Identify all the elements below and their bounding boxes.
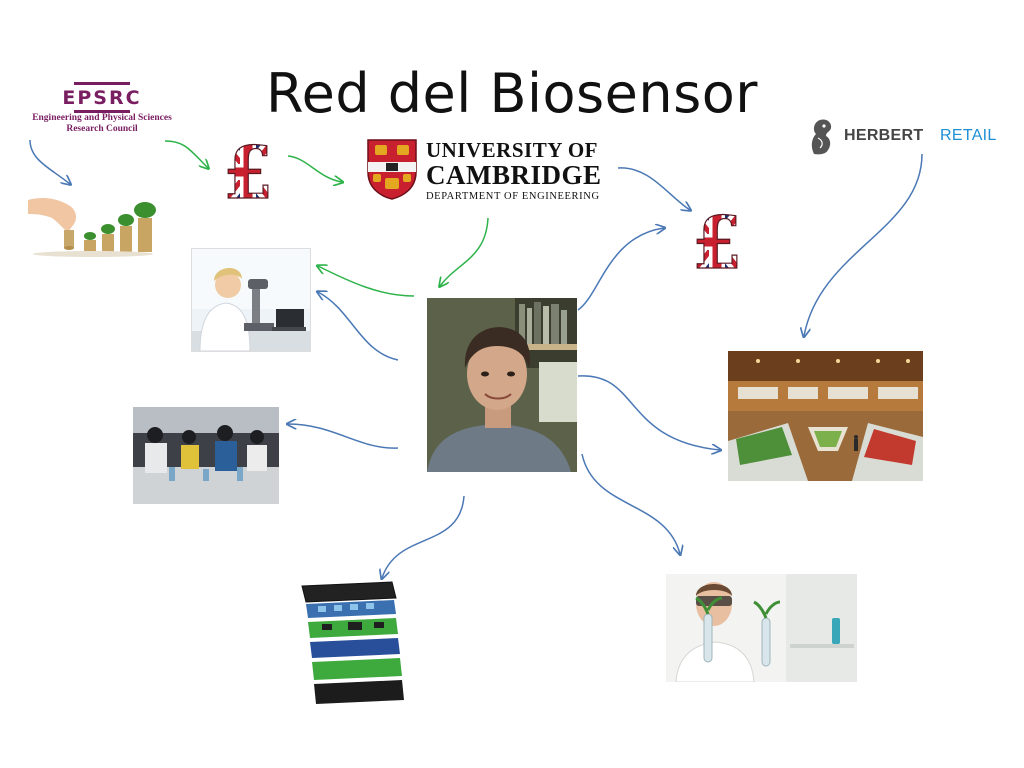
lab-microscope-photo	[191, 248, 311, 352]
cambridge-line1: UNIVERSITY OF	[426, 138, 598, 162]
svg-text:£: £	[692, 206, 742, 278]
arrow-researcher-to-supermarket	[577, 375, 720, 450]
cambridge-shield-icon	[366, 138, 418, 200]
researcher-portrait-illustration	[427, 298, 577, 472]
supermarket-illustration	[728, 351, 923, 481]
epsrc-full-name-line2: Research Council	[66, 124, 138, 134]
arrow-pound-left-to-cambridge	[287, 155, 342, 182]
arrow-researcher-to-pound-right	[577, 228, 664, 311]
arrow-researcher-to-plant-scientist	[581, 453, 680, 554]
arrow-researcher-to-microscope-blue	[318, 292, 399, 361]
plant-scientist-photo	[666, 574, 857, 682]
coins-plants-photo	[28, 192, 158, 262]
epsrc-logo-bar-top	[74, 82, 130, 85]
cambridge-logo: UNIVERSITY OF CAMBRIDGE DEPARTMENT OF EN…	[362, 136, 614, 208]
herbert-word: HERBERT	[844, 127, 924, 144]
arrow-herbert-to-supermarket	[804, 153, 923, 336]
arrow-researcher-to-microscope-green	[318, 266, 415, 297]
svg-text:£: £	[223, 136, 273, 208]
students-lab-illustration	[133, 407, 279, 504]
herbert-retail-logo: HERBERT RETAIL	[804, 114, 1004, 158]
students-lab-photo	[133, 407, 279, 504]
supermarket-photo	[728, 351, 923, 481]
arrow-epsrc-to-coins	[29, 139, 70, 184]
arrow-cambridge-to-researcher	[440, 217, 489, 286]
epsrc-logo: EPSRC Engineering and Physical Sciences …	[22, 82, 182, 144]
plant-scientist-illustration	[666, 574, 857, 682]
arrow-cambridge-to-pound-right	[617, 167, 690, 210]
epsrc-logo-bar-bottom	[74, 110, 130, 113]
pound-flag-icon: £ £	[688, 206, 746, 278]
smartphone-components-photo	[262, 580, 460, 705]
arrow-researcher-to-students	[288, 424, 399, 449]
cambridge-line3: DEPARTMENT OF ENGINEERING	[426, 191, 600, 202]
pound-flag-icon: £ £	[219, 136, 277, 208]
epsrc-acronym: EPSRC	[62, 87, 142, 109]
slide-title: Red del Biosensor	[266, 62, 758, 125]
microscope-scientist-illustration	[192, 249, 310, 351]
coins-plants-illustration	[28, 192, 158, 262]
cambridge-line2: CAMBRIDGE	[426, 160, 602, 190]
epsrc-full-name-line1: Engineering and Physical Sciences	[32, 113, 172, 123]
arrow-researcher-to-smartphone	[382, 495, 465, 578]
smartphone-exploded-illustration	[262, 580, 460, 705]
arrow-epsrc-to-pound-left	[164, 140, 208, 168]
researcher-portrait	[427, 298, 577, 472]
retail-word: RETAIL	[940, 127, 997, 144]
herbert-mascot-icon	[806, 116, 836, 156]
